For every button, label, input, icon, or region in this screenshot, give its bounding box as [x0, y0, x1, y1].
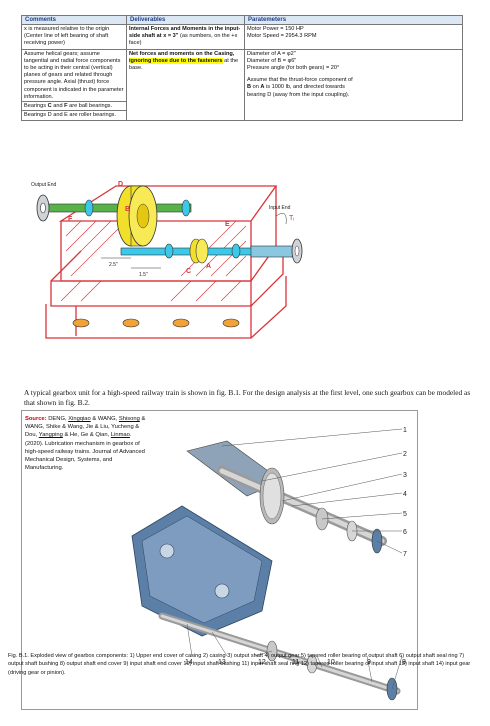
- deliverable-internal-forces: Internal Forces and Moments in the input…: [126, 24, 245, 50]
- small-gear-a: [189, 238, 209, 264]
- source-citation: Source: DENG, Xingqiao & WANG, Shisong &…: [25, 416, 146, 472]
- intro-paragraph: A typical gearbox unit for a high-speed …: [24, 388, 471, 407]
- comment-origin: x is measured relative to the origin (Ce…: [21, 24, 127, 50]
- header-deliverables: Deliverables: [126, 15, 245, 25]
- torque-label: Tᵢ: [289, 215, 294, 222]
- param-diameter-a: Diameter of A = φ2": [247, 50, 296, 57]
- output-end-label: Output End: [31, 182, 57, 188]
- label-a: A: [206, 263, 211, 270]
- dimension-2-5: 2.5": [109, 262, 118, 268]
- svg-text:1: 1: [403, 427, 407, 434]
- svg-text:11: 11: [292, 659, 299, 666]
- output-shaft-assembly: [217, 466, 387, 554]
- dimension-lines: [101, 213, 287, 269]
- part-numbers: 1 2 3 4 5 6 7 8 9 10 11 12 13 14: [185, 427, 407, 666]
- comment-ball-bearings: Bearings C and F are ball bearings.: [22, 101, 126, 110]
- input-end-label: Input End: [269, 205, 291, 211]
- label-c: C: [186, 268, 191, 275]
- svg-text:12: 12: [258, 659, 266, 666]
- requirements-table: Comments Deliverables Paratemeters x is …: [21, 15, 463, 122]
- svg-text:2: 2: [403, 451, 407, 458]
- param-thrust: Assume that the thrust-force component o…: [247, 77, 353, 98]
- output-shaft: [36, 194, 192, 222]
- dimension-1-5: 1.5": [139, 272, 148, 278]
- header-parameters: Paratemeters: [244, 15, 463, 25]
- comment-helical: Assume helical gears; assume tangential …: [24, 50, 124, 100]
- svg-text:10: 10: [327, 659, 335, 666]
- svg-text:6: 6: [403, 529, 407, 536]
- input-shaft: [120, 238, 303, 264]
- bolt-icons: [72, 318, 240, 328]
- exploded-view: 1 2 3 4 5 6 7 8 9 10 11 12 13 14: [131, 427, 407, 701]
- param-motor: Motor Power = 150 HP Motor Speed = 2954.…: [244, 24, 463, 50]
- bearing-icons: [84, 199, 191, 217]
- deliverable-casing: Net forces and moments on the Casing, ig…: [126, 48, 245, 122]
- label-f: F: [68, 216, 73, 223]
- comment-roller-bearings: Bearings D and E are roller bearings.: [22, 110, 126, 119]
- label-d: D: [118, 181, 123, 188]
- svg-text:3: 3: [403, 472, 407, 479]
- param-pressure-angle: Pressure angle (for both gears) = 20°: [247, 65, 340, 72]
- param-motor-power: Motor Power = 150 HP: [247, 26, 304, 32]
- figure-caption: Fig. B.1. Exploded view of gearbox compo…: [8, 653, 471, 676]
- comment-assumptions: Assume helical gears; assume tangential …: [21, 48, 127, 122]
- svg-text:5: 5: [403, 511, 407, 518]
- svg-text:7: 7: [403, 551, 407, 558]
- large-gear-b: [116, 185, 158, 247]
- header-comments: Comments: [21, 15, 127, 25]
- highlighted-text: ignoring those due to the fasteners: [129, 57, 223, 64]
- param-geometry: Diameter of A = φ2" Diameter of B = φ6" …: [244, 48, 463, 122]
- svg-text:14: 14: [185, 659, 193, 666]
- param-motor-speed: Motor Speed = 2954.3 RPM: [247, 33, 317, 40]
- param-diameter-b: Diameter of B = φ6": [247, 57, 297, 64]
- gearbox-casing: [131, 440, 283, 637]
- figure-box: Source: DENG, Xingqiao & WANG, Shisong &…: [21, 410, 418, 710]
- label-b: B: [125, 206, 130, 213]
- input-shaft-assembly: [158, 612, 401, 701]
- label-e: E: [225, 221, 230, 228]
- svg-text:13: 13: [218, 659, 226, 666]
- svg-text:9: 9: [367, 659, 371, 666]
- svg-text:8: 8: [402, 659, 406, 666]
- callout-lines: [186, 428, 403, 690]
- svg-text:4: 4: [403, 491, 407, 498]
- gearbox-sketch: D F B E C A Output End Input End Tᵢ 2.5"…: [31, 181, 303, 339]
